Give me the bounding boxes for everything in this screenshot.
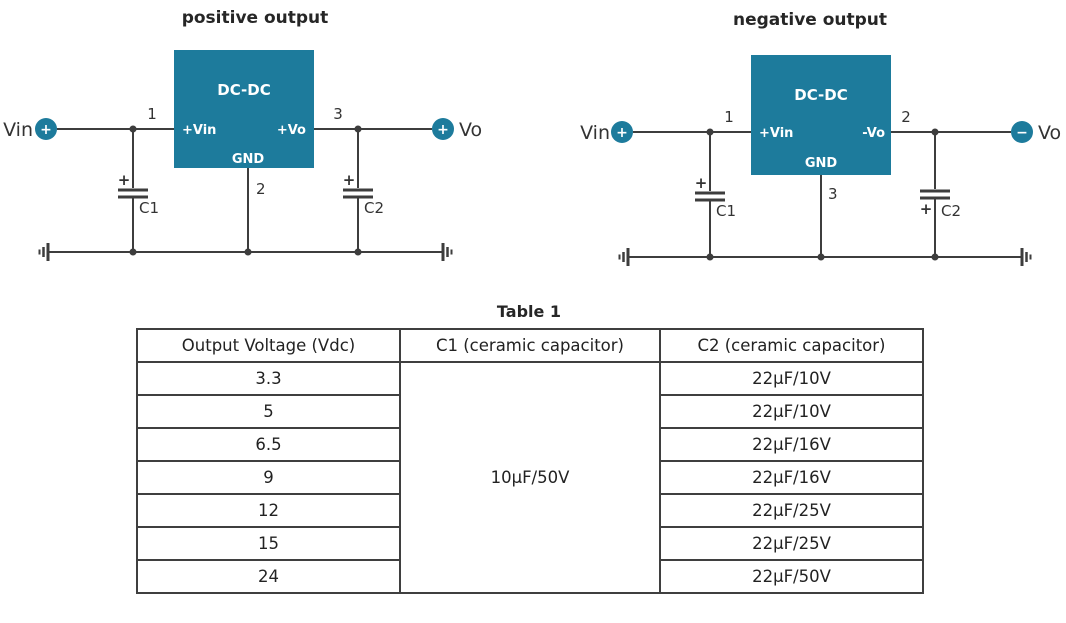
capacitor-c2-icon bbox=[920, 132, 950, 257]
pin-number-3: 3 bbox=[828, 185, 838, 203]
junction-dot bbox=[354, 248, 362, 256]
vin-polarity: + bbox=[40, 122, 52, 138]
positive-terminal-icon bbox=[432, 118, 454, 140]
junction-dot bbox=[706, 253, 714, 261]
c2-value-cell: 22µF/25V bbox=[659, 526, 924, 561]
table-row: 15 22µF/25V bbox=[136, 526, 924, 561]
c2-polarity: + bbox=[920, 200, 933, 218]
negative-circuit-title: negative output bbox=[733, 10, 887, 30]
c2-value-cell: 22µF/16V bbox=[659, 427, 924, 462]
junction-dot bbox=[817, 253, 825, 261]
c2-value-cell: 22µF/25V bbox=[659, 493, 924, 528]
vin-label: Vin bbox=[580, 122, 610, 144]
ground-icon bbox=[1020, 248, 1032, 266]
table-row: 12 22µF/25V bbox=[136, 493, 924, 528]
table-row: 24 22µF/50V bbox=[136, 559, 924, 594]
capacitor-c1-icon bbox=[118, 129, 148, 252]
voltage-cell: 12 bbox=[136, 493, 401, 528]
pin-number-3: 3 bbox=[333, 105, 343, 123]
pin-vo-label: +Vo bbox=[277, 123, 306, 138]
junction-dot bbox=[931, 128, 939, 136]
pin-vin-label: +Vin bbox=[182, 123, 216, 138]
c1-label: C1 bbox=[139, 199, 159, 217]
voltage-cell: 3.3 bbox=[136, 361, 401, 396]
table-row: 9 22µF/16V bbox=[136, 460, 924, 495]
c1-label: C1 bbox=[716, 202, 736, 220]
c2-value-cell: 22µF/10V bbox=[659, 361, 924, 396]
table-row: 5 22µF/10V bbox=[136, 394, 924, 429]
ground-icon bbox=[38, 243, 50, 261]
header-c2: C2 (ceramic capacitor) bbox=[659, 328, 924, 363]
ground-icon bbox=[441, 243, 453, 261]
table1-section: Table 1 Output Voltage (Vdc) C1 (ceramic… bbox=[136, 300, 924, 594]
table-header-row: Output Voltage (Vdc) C1 (ceramic capacit… bbox=[136, 328, 924, 363]
dcdc-label: DC-DC bbox=[794, 86, 848, 104]
vo-polarity: − bbox=[1016, 125, 1028, 141]
vin-label: Vin bbox=[3, 119, 33, 141]
vin-polarity: + bbox=[616, 125, 628, 141]
dcdc-block bbox=[174, 50, 314, 168]
pin-gnd-label: GND bbox=[232, 152, 265, 167]
pin-number-2: 2 bbox=[256, 180, 266, 198]
header-c1: C1 (ceramic capacitor) bbox=[399, 328, 661, 363]
table-row: 6.5 22µF/16V bbox=[136, 427, 924, 462]
junction-dot bbox=[129, 125, 137, 133]
pin-number-1: 1 bbox=[147, 105, 157, 123]
pin-vo-label: -Vo bbox=[862, 126, 885, 141]
positive-terminal-icon bbox=[611, 121, 633, 143]
c1-polarity: + bbox=[695, 174, 708, 192]
table-row: 3.3 10µF/50V 22µF/10V bbox=[136, 361, 924, 594]
c1-polarity: + bbox=[118, 171, 131, 189]
pin-gnd-label: GND bbox=[805, 156, 838, 171]
pin-vin-label: +Vin bbox=[759, 126, 793, 141]
junction-dot bbox=[129, 248, 137, 256]
c2-label: C2 bbox=[364, 199, 384, 217]
junction-dot bbox=[706, 128, 714, 136]
c2-value-cell: 22µF/50V bbox=[659, 559, 924, 594]
dcdc-label: DC-DC bbox=[217, 81, 271, 99]
junction-dot bbox=[354, 125, 362, 133]
voltage-cell: 6.5 bbox=[136, 427, 401, 462]
capacitor-c2-icon bbox=[343, 129, 373, 252]
positive-terminal-icon bbox=[35, 118, 57, 140]
pin-number-2: 2 bbox=[901, 108, 911, 126]
vo-label: Vo bbox=[459, 119, 482, 141]
negative-output-circuit: negative output Vin + DC-DC +Vin -Vo GND… bbox=[580, 10, 1061, 266]
ground-icon bbox=[618, 248, 630, 266]
voltage-cell: 9 bbox=[136, 460, 401, 495]
positive-circuit-title: positive output bbox=[182, 8, 329, 28]
c2-value-cell: 22µF/10V bbox=[659, 394, 924, 429]
vo-polarity: + bbox=[437, 122, 449, 138]
vo-label: Vo bbox=[1038, 122, 1061, 144]
pin-number-1: 1 bbox=[724, 108, 734, 126]
junction-dot bbox=[931, 253, 939, 261]
voltage-cell: 15 bbox=[136, 526, 401, 561]
capacitor-c1-icon bbox=[695, 132, 725, 257]
voltage-cell: 24 bbox=[136, 559, 401, 594]
header-output-voltage: Output Voltage (Vdc) bbox=[136, 328, 401, 363]
voltage-cell: 5 bbox=[136, 394, 401, 429]
dcdc-block bbox=[751, 55, 891, 175]
negative-terminal-icon bbox=[1011, 121, 1033, 143]
table1: Output Voltage (Vdc) C1 (ceramic capacit… bbox=[136, 328, 924, 594]
table1-title: Table 1 bbox=[496, 302, 562, 321]
c2-label: C2 bbox=[941, 202, 961, 220]
positive-output-circuit: positive output Vin + DC-DC +Vin +Vo GND… bbox=[3, 8, 482, 261]
junction-dot bbox=[244, 248, 252, 256]
c2-value-cell: 22µF/16V bbox=[659, 460, 924, 495]
c1-value-cell: 10µF/50V bbox=[399, 361, 661, 594]
c2-polarity: + bbox=[343, 171, 356, 189]
